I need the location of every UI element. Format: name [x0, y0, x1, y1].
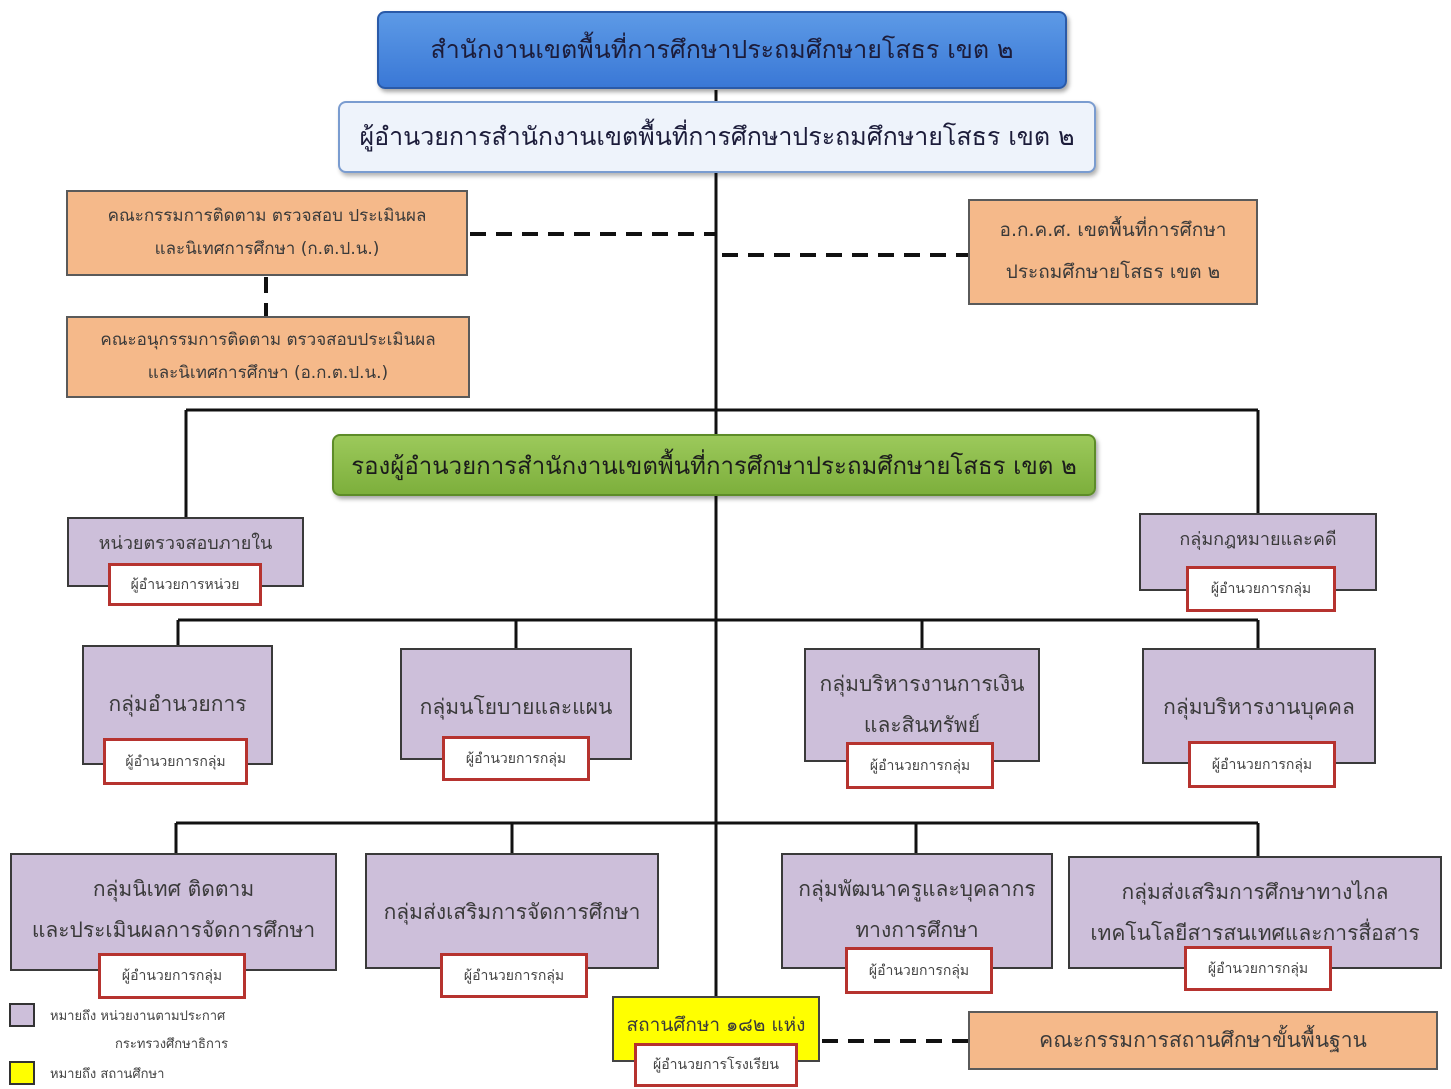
personnel-head-label: ผู้อำนวยการกลุ่ม	[1211, 756, 1313, 773]
admin-head-badge: ผู้อำนวยการกลุ่ม	[103, 738, 248, 785]
director-title: ผู้อำนวยการสำนักงานเขตพื้นที่การศึกษาประ…	[359, 122, 1075, 151]
teacher-dev-head-label: ผู้อำนวยการกลุ่ม	[868, 962, 970, 979]
personnel-group-label: กลุ่มบริหารงานบุคคล	[1163, 695, 1355, 719]
finance-head-badge: ผู้อำนวยการกลุ่ม	[846, 742, 994, 789]
teacher-dev-line1: กลุ่มพัฒนาครูและบุคลากร	[798, 877, 1036, 901]
akks-committee-box: อ.ก.ค.ศ. เขตพื้นที่การศึกษา ประถมศึกษายโ…	[968, 199, 1258, 305]
district-office-box: สำนักงานเขตพื้นที่การศึกษาประถมศึกษายโสธ…	[377, 11, 1067, 89]
finance-head-label: ผู้อำนวยการกลุ่ม	[869, 757, 971, 774]
school-director-label: ผู้อำนวยการโรงเรียน	[653, 1057, 779, 1073]
teacher-dev-line2: ทางการศึกษา	[855, 917, 979, 942]
distance-line2: เทคโนโลยีสารสนเทศและการสื่อสาร	[1090, 920, 1420, 945]
legend-yellow-swatch	[9, 1061, 35, 1085]
audit-head-badge: ผู้อำนวยการหน่วย	[108, 563, 262, 606]
policy-group-label: กลุ่มนโยบายและแผน	[419, 695, 613, 719]
kdpn-committee-box: คณะกรรมการติดตาม ตรวจสอบ ประเมินผล และนิ…	[66, 190, 468, 276]
akks-line1: อ.ก.ค.ศ. เขตพื้นที่การศึกษา	[999, 219, 1227, 242]
distance-line1: กลุ่มส่งเสริมการศึกษาทางไกล	[1121, 880, 1389, 904]
director-box: ผู้อำนวยการสำนักงานเขตพื้นที่การศึกษาประ…	[338, 101, 1096, 173]
distance-head-label: ผู้อำนวยการกลุ่ม	[1207, 960, 1309, 977]
supervision-group-box: กลุ่มนิเทศ ติดตาม และประเมินผลการจัดการศ…	[10, 853, 337, 971]
deputy-director-box: รองผู้อำนวยการสำนักงานเขตพื้นที่การศึกษา…	[332, 434, 1096, 496]
kdpn-line1: คณะกรรมการติดตาม ตรวจสอบ ประเมินผล	[107, 205, 427, 226]
admin-head-label: ผู้อำนวยการกลุ่ม	[125, 753, 226, 770]
supervision-head-badge: ผู้อำนวยการกลุ่ม	[98, 953, 246, 999]
policy-head-badge: ผู้อำนวยการกลุ่ม	[442, 736, 590, 781]
distance-head-badge: ผู้อำนวยการกลุ่ม	[1184, 946, 1332, 991]
legal-head-label: ผู้อำนวยการกลุ่ม	[1210, 581, 1312, 597]
audit-head-label: ผู้อำนวยการหน่วย	[130, 576, 240, 593]
supervision-line2: และประเมินผลการจัดการศึกษา	[31, 917, 316, 942]
promotion-head-badge: ผู้อำนวยการกลุ่ม	[440, 953, 588, 998]
admin-group-label: กลุ่มอำนวยการ	[108, 692, 247, 716]
deputy-director-title: รองผู้อำนวยการสำนักงานเขตพื้นที่การศึกษา…	[351, 451, 1077, 480]
personnel-head-badge: ผู้อำนวยการกลุ่ม	[1188, 741, 1336, 788]
teacher-dev-head-badge: ผู้อำนวยการกลุ่ม	[845, 947, 993, 994]
legend-purple-line2: กระทรวงศึกษาธิการ	[115, 1037, 229, 1052]
legal-head-badge: ผู้อำนวยการกลุ่ม	[1186, 566, 1336, 612]
finance-line2: และสินทรัพย์	[863, 712, 981, 737]
internal-audit-label: หน่วยตรวจสอบภายใน	[98, 533, 273, 554]
supervision-line1: กลุ่มนิเทศ ติดตาม	[92, 877, 255, 901]
legend-yellow-line1: หมายถึง สถานศึกษา	[50, 1067, 165, 1082]
promotion-group-label: กลุ่มส่งเสริมการจัดการศึกษา	[383, 900, 641, 924]
school-board-box: คณะกรรมการสถานศึกษาขั้นพื้นฐาน	[968, 1011, 1438, 1070]
supervision-head-label: ผู้อำนวยการกลุ่ม	[121, 968, 223, 984]
legend-purple-line1: หมายถึง หน่วยงานตามประกาศ	[50, 1009, 226, 1024]
legend-purple-swatch	[9, 1003, 35, 1027]
kdpn-line2: และนิเทศการศึกษา (ก.ต.ป.น.)	[154, 239, 380, 259]
school-director-badge: ผู้อำนวยการโรงเรียน	[634, 1043, 798, 1087]
akdpn-subcommittee-box: คณะอนุกรรมการติดตาม ตรวจสอบประเมินผล และ…	[66, 316, 470, 398]
akks-line2: ประถมศึกษายโสธร เขต ๒	[1005, 261, 1221, 283]
schools-label: สถานศึกษา ๑๘๒ แห่ง	[626, 1014, 806, 1036]
internal-audit-box: หน่วยตรวจสอบภายใน	[67, 517, 304, 587]
promotion-head-label: ผู้อำนวยการกลุ่ม	[463, 967, 565, 984]
akdpn-line2: และนิเทศการศึกษา (อ.ก.ต.ป.น.)	[147, 363, 389, 383]
legal-group-label: กลุ่มกฎหมายและคดี	[1179, 529, 1337, 550]
akdpn-line1: คณะอนุกรรมการติดตาม ตรวจสอบประเมินผล	[100, 329, 436, 350]
district-office-title: สำนักงานเขตพื้นที่การศึกษาประถมศึกษายโสธ…	[430, 35, 1014, 64]
policy-head-label: ผู้อำนวยการกลุ่ม	[465, 750, 567, 767]
school-board-label: คณะกรรมการสถานศึกษาขั้นพื้นฐาน	[1039, 1028, 1367, 1053]
finance-line1: กลุ่มบริหารงานการเงิน	[819, 672, 1025, 696]
promotion-group-box: กลุ่มส่งเสริมการจัดการศึกษา	[365, 853, 659, 969]
